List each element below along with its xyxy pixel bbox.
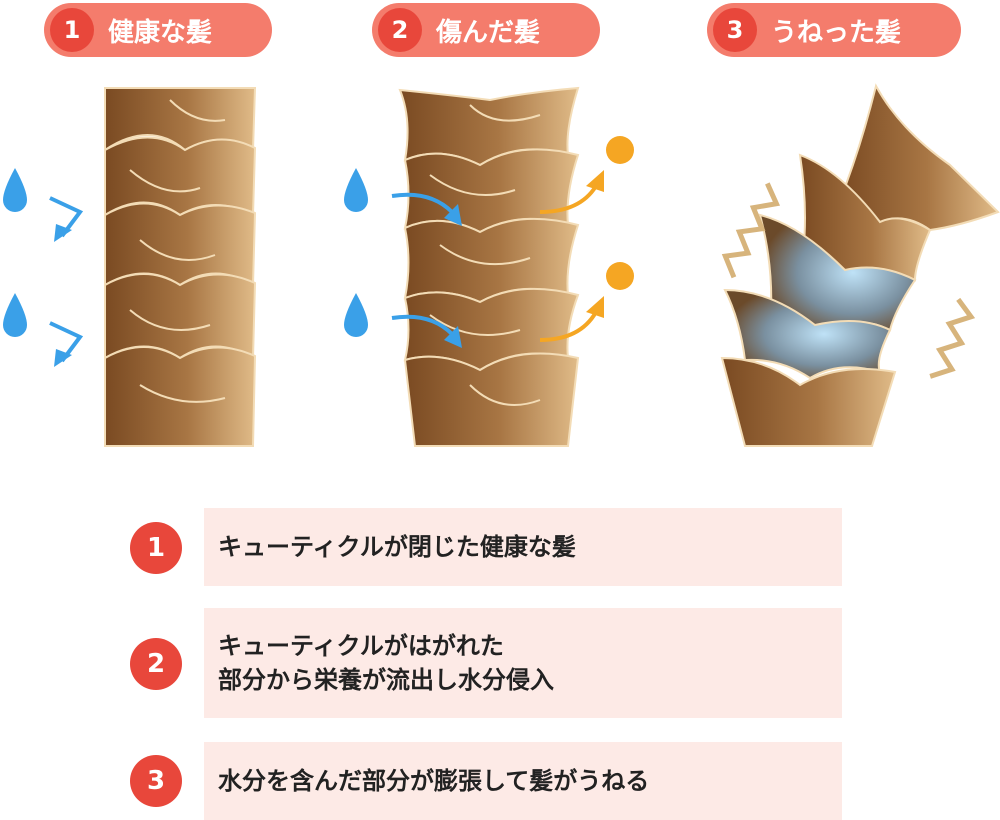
arrow-in-icon xyxy=(391,314,462,348)
header-number-badge: 1 xyxy=(50,8,94,52)
damaged-hair-strand xyxy=(398,86,580,447)
legend-row-damaged: キューティクルがはがれた 部分から栄養が流出し水分侵入 xyxy=(204,608,842,718)
legend-row-wavy: 水分を含んだ部分が膨張して髪がうねる xyxy=(204,742,842,820)
legend-text: キューティクルがはがれた 部分から栄養が流出し水分侵入 xyxy=(218,629,554,697)
legend-line: キューティクルが閉じた健康な髪 xyxy=(218,533,576,561)
water-drop-icon xyxy=(3,293,27,337)
wavy-hair-strand xyxy=(720,83,1000,447)
arrow-out-icon xyxy=(539,170,604,214)
header-healthy-hair: 1 健康な髪 xyxy=(44,3,272,57)
cuticle-layer xyxy=(104,202,257,287)
header-label: うねった髪 xyxy=(771,17,902,48)
nutrient-dot-icon xyxy=(606,262,634,290)
legend-number-badge: 3 xyxy=(130,755,182,807)
legend-line: 部分から栄養が流出し水分侵入 xyxy=(218,666,554,694)
healthy-hair-strand xyxy=(104,87,257,447)
arrow-in-icon xyxy=(49,321,84,367)
legend-text: キューティクルが閉じた健康な髪 xyxy=(218,530,576,564)
arrow-in-icon xyxy=(391,192,462,226)
header-label: 健康な髪 xyxy=(108,17,213,48)
header-wavy-hair: 3 うねった髪 xyxy=(707,3,961,57)
cuticle-layer xyxy=(104,136,257,217)
header-number-badge: 3 xyxy=(713,8,757,52)
legend-line: 水分を含んだ部分が膨張して髪がうねる xyxy=(218,767,650,795)
header-label: 傷んだ髪 xyxy=(436,17,541,48)
legend-row-healthy: キューティクルが閉じた健康な髪 xyxy=(204,508,842,586)
hair-diagram xyxy=(3,83,1000,447)
arrow-out-icon xyxy=(539,296,604,342)
water-drop-icon xyxy=(3,168,27,212)
legend-line: キューティクルがはがれた xyxy=(218,632,504,660)
legend-text: 水分を含んだ部分が膨張して髪がうねる xyxy=(218,764,649,798)
cuticle-layer xyxy=(104,273,257,360)
zigzag-icon xyxy=(721,182,781,279)
header-damaged-hair: 2 傷んだ髪 xyxy=(372,3,600,57)
cuticle-layer xyxy=(720,356,897,447)
arrow-in-icon xyxy=(49,196,84,242)
legend-number-badge: 2 xyxy=(130,638,182,690)
header-number-badge: 2 xyxy=(378,8,422,52)
cuticle-layer xyxy=(104,346,257,447)
water-drop-icon xyxy=(344,293,368,337)
zigzag-icon xyxy=(929,297,976,379)
legend-number-badge: 1 xyxy=(130,522,182,574)
nutrient-dot-icon xyxy=(606,136,634,164)
water-drop-icon xyxy=(344,168,368,212)
